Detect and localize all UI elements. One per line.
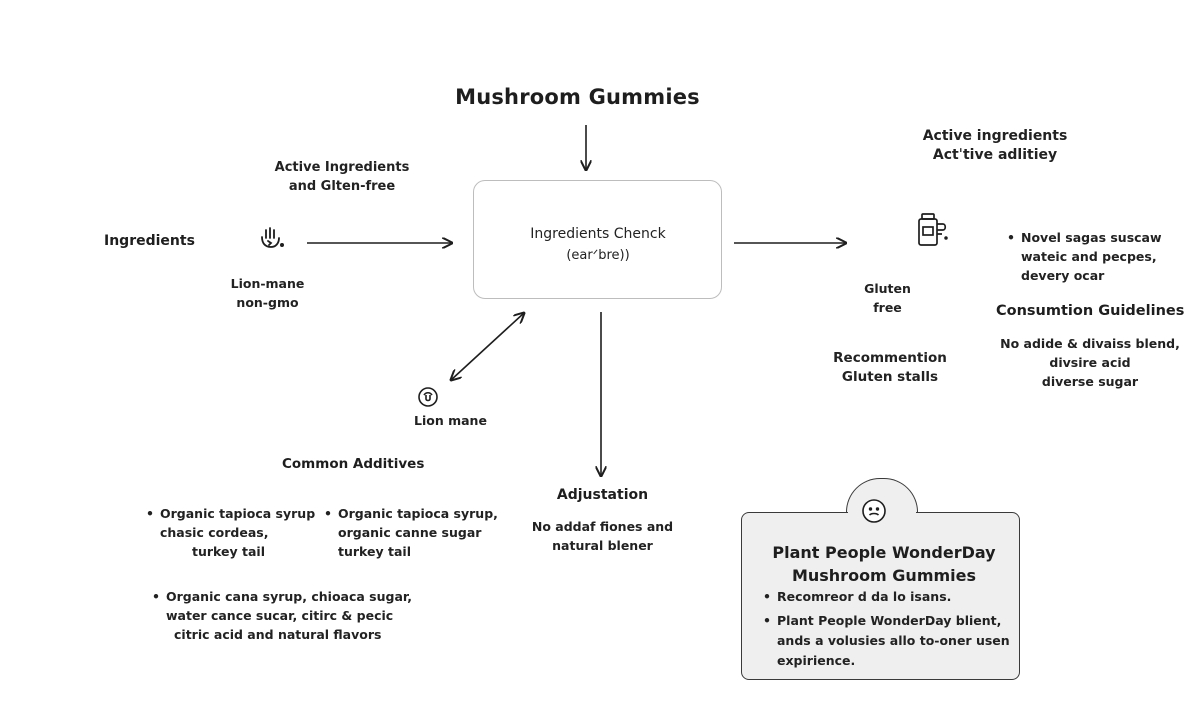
common-additives-heading: Common Additives (282, 456, 425, 472)
gluten-line: Gluten (864, 281, 911, 296)
ingredients-label: Ingredients (104, 233, 195, 249)
gluten-free-right: Gluten free (850, 279, 925, 317)
active-ingredients-right-line: Active ingredients (922, 128, 1068, 144)
active-ingredients-line: Active Ingredients (274, 160, 410, 175)
active-additive-line: Actˈtive adlitiey (932, 147, 1058, 163)
jar-icon (913, 210, 953, 250)
ingredients-check-box (473, 180, 722, 299)
product-bullet-1: Recomreor d da lo isans. (763, 587, 1010, 607)
consumption-line: No adide & divaiss blend, (1000, 336, 1180, 351)
adjustation-line: No addaf fiones and (531, 519, 674, 534)
lion-mane-line: Lion-mane (230, 276, 305, 291)
arrow-lionmane-bidirectional (451, 313, 524, 380)
consumption-line: diverse sugar (1041, 374, 1139, 389)
additives-list-2: Organic tapioca syrup, organic canne sug… (324, 504, 498, 561)
adjustation-heading: Adjustation (556, 487, 649, 503)
additives-list-1-item: Organic tapioca syrup chasic cordeas, tu… (146, 504, 315, 561)
gluten-stalls-line: Gluten stalls (841, 369, 939, 385)
non-gmo-line: non-gmo (236, 295, 299, 310)
active-ingredients-left: Active Ingredients and Glten-free (262, 158, 422, 196)
additives-list-3-item: Organic cana syrup, chioaca sugar, water… (152, 587, 412, 644)
mushroom-icon (417, 386, 439, 408)
additives-list-3: Organic cana syrup, chioaca sugar, water… (152, 587, 412, 644)
novel-list: Novel sagas suscaw wateic and pecpes, de… (1007, 228, 1162, 285)
ingredients-check-subtitle: (earᐟbre)) (566, 248, 630, 263)
product-title-line: Mushroom Gummies (791, 566, 977, 585)
diagram-title: Mushroom Gummies (455, 85, 700, 109)
active-ingredients-right: Active ingredients Actˈtive adlitiey (910, 127, 1080, 165)
lion-mane-non-gmo: Lion-mane non-gmo (220, 274, 315, 312)
product-bullet-2: Plant People WonderDay blient, ands a vo… (763, 611, 1010, 671)
recommendation-line: Recommention (833, 350, 947, 366)
free-line: free (873, 300, 902, 315)
adjustation-text: No addaf fiones and natural blener (520, 517, 685, 555)
product-bullets: Recomreor d da lo isans. Plant People Wo… (763, 587, 1010, 671)
consumption-guidelines-text: No adide & divaiss blend, divsire acid d… (1000, 334, 1180, 391)
ingredients-check-title: Ingredients Chenck (530, 226, 666, 242)
product-title-line: Plant People WonderDay (772, 543, 996, 562)
recommendation-block: Recommention Gluten stalls (820, 349, 960, 387)
additives-list-1: Organic tapioca syrup chasic cordeas, tu… (146, 504, 315, 561)
consumption-line: divsire acid (1049, 355, 1131, 370)
additives-list-2-item: Organic tapioca syrup, organic canne sug… (324, 504, 498, 561)
consumption-guidelines-heading: Consumtion Guidelines (996, 303, 1185, 319)
hand-gesture-icon (254, 225, 286, 257)
adjustation-line: natural blener (552, 538, 653, 553)
lion-mane-label: Lion mane (414, 413, 487, 428)
face-icon (861, 498, 887, 524)
novel-list-item: Novel sagas suscaw wateic and pecpes, de… (1007, 228, 1162, 285)
gluten-free-line: and Glten-free (288, 179, 396, 194)
product-title: Plant People WonderDay Mushroom Gummies (741, 541, 1027, 587)
